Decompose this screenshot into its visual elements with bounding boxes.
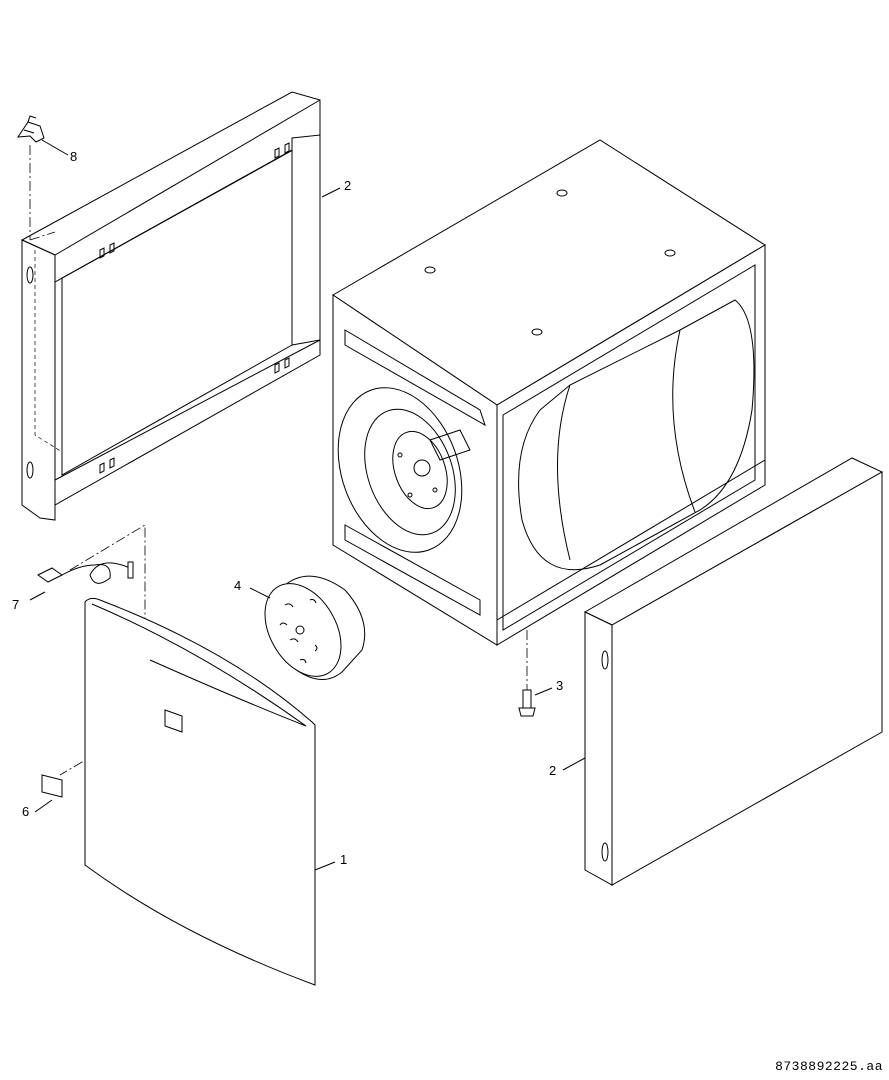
sensor-part: [37, 561, 134, 584]
main-unit: [332, 139, 766, 646]
callout-3: 3: [556, 678, 564, 693]
callout-4: 4: [234, 578, 242, 593]
callout-2-frame: 2: [344, 178, 352, 193]
leader-lines: [29, 139, 586, 871]
screw-part: [518, 630, 536, 717]
filter-part: [264, 575, 366, 680]
callout-7: 7: [12, 597, 20, 612]
frame-part: [20, 91, 321, 521]
side-panel-part: [583, 457, 884, 886]
callout-2-side-panel: 2: [549, 763, 557, 778]
drawing-number: 8738892225.aa: [775, 1059, 883, 1074]
callout-6: 6: [22, 804, 30, 819]
callout-1: 1: [340, 852, 348, 867]
callout-8: 8: [70, 149, 78, 164]
clip-part: [17, 115, 45, 143]
label-plate-part: [41, 774, 63, 798]
front-cover-part: [84, 597, 316, 986]
